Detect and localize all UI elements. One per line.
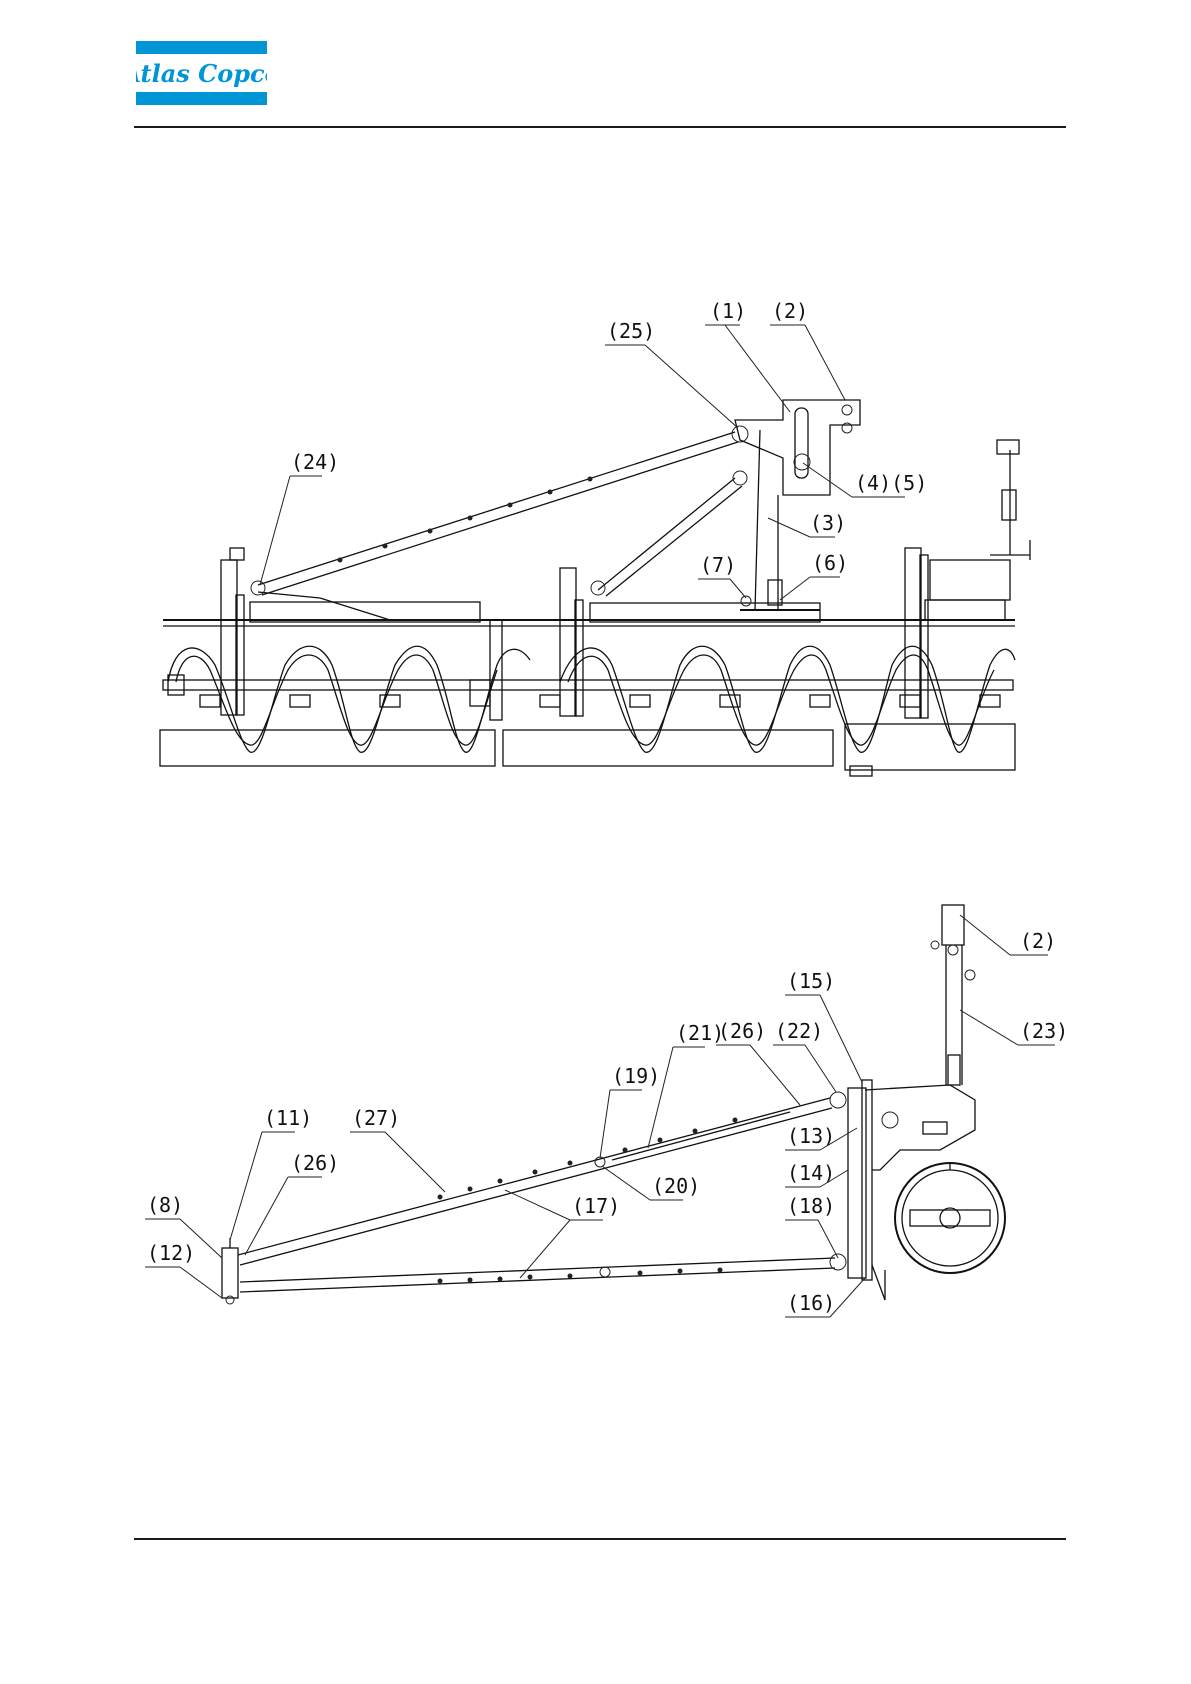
mast-bracket <box>735 400 860 610</box>
callout-14: (14) <box>787 1161 835 1185</box>
upper-arm <box>238 1092 846 1265</box>
callout-2: (2) <box>772 299 808 323</box>
callout-23: (23) <box>1020 1019 1068 1043</box>
callout-27: (27) <box>352 1106 400 1130</box>
callout-4-5: (4)(5) <box>855 471 927 495</box>
arm-assembly-drawing <box>222 905 1005 1304</box>
callout-12: (12) <box>147 1241 195 1265</box>
lower-arm <box>240 1254 846 1292</box>
lower-turnbuckle <box>591 471 747 596</box>
callout-13: (13) <box>787 1124 835 1148</box>
callout-19: (19) <box>612 1064 660 1088</box>
callout-7: (7) <box>700 553 736 577</box>
callout-2-bottom: (2) <box>1020 929 1056 953</box>
callout-3: (3) <box>810 511 846 535</box>
support-wheel <box>895 1163 1005 1273</box>
callout-24: (24) <box>291 450 339 474</box>
callout-20: (20) <box>652 1174 700 1198</box>
callout-1: (1) <box>710 299 746 323</box>
callout-21: (21) <box>676 1021 724 1045</box>
callout-15: (15) <box>787 969 835 993</box>
callout-11: (11) <box>264 1106 312 1130</box>
callout-8: (8) <box>147 1193 183 1217</box>
callout-17: (17) <box>572 1194 620 1218</box>
callout-22: (22) <box>775 1019 823 1043</box>
auger-flights <box>168 646 1015 752</box>
callout-26-top: (26) <box>718 1019 766 1043</box>
callout-26-bottom: (26) <box>291 1151 339 1175</box>
callouts-bottom: (2) (23) (15) (21) (26) (22) (19) (13) (… <box>145 915 1068 1317</box>
callout-6: (6) <box>812 551 848 575</box>
callouts-top: (1) (2) (25) (24) (4)(5) (3) (7) (6) <box>260 299 927 600</box>
callout-25: (25) <box>607 319 655 343</box>
callout-18: (18) <box>787 1194 835 1218</box>
callout-16: (16) <box>787 1291 835 1315</box>
